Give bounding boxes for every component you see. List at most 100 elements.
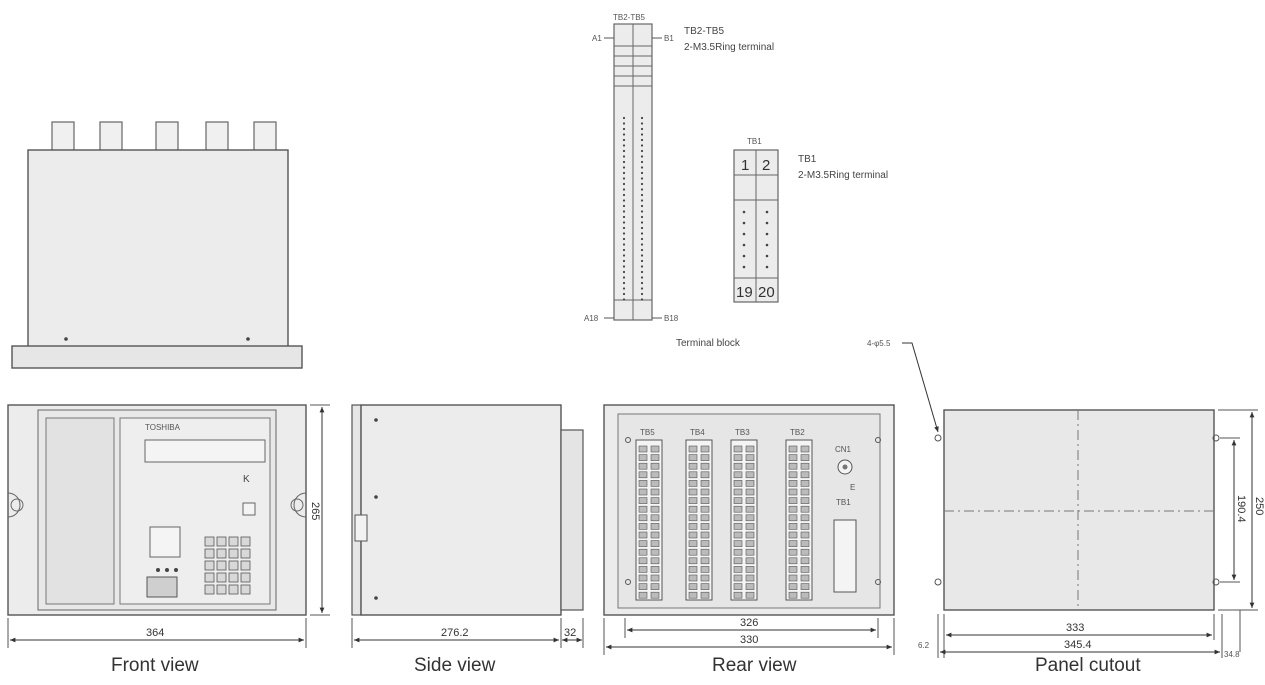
terminal-dot — [622, 193, 626, 197]
rear-terminal — [788, 462, 798, 470]
rear-terminal — [788, 557, 798, 565]
rear-view-caption: Rear view — [712, 655, 797, 676]
terminal-dot — [640, 122, 644, 125]
rear-terminal — [788, 531, 798, 539]
terminal-dot — [622, 221, 626, 224]
label-b18: B18 — [664, 314, 679, 323]
rear-terminal — [733, 497, 743, 504]
front-height-dim: 265 — [309, 502, 321, 520]
tb1-dot — [765, 265, 769, 269]
tb1-dot — [765, 254, 769, 258]
terminal-dot — [622, 259, 626, 263]
terminal-dot — [640, 292, 644, 296]
rear-terminal — [800, 591, 810, 599]
rear-terminal — [650, 514, 660, 522]
rear-terminal — [788, 523, 798, 530]
rear-terminal — [650, 523, 660, 530]
terminal-dot — [640, 248, 644, 252]
rear-terminal — [638, 471, 648, 479]
top-view — [11, 121, 303, 369]
terminal-dot — [622, 144, 626, 147]
tb2-tb5-header: TB2-TB5 — [613, 13, 646, 22]
keypad-key — [240, 572, 251, 583]
rear-terminal — [700, 514, 710, 522]
panel-bottom-offset: 34.8 — [1224, 650, 1240, 659]
keypad-key — [228, 560, 239, 571]
tb1-dot — [742, 210, 746, 214]
rear-terminal — [688, 471, 698, 479]
rear-tb1: TB1 — [836, 498, 851, 507]
panel-width-inner: 333 — [1066, 622, 1084, 634]
rear-terminal — [745, 454, 755, 461]
rear-terminal — [638, 583, 648, 590]
keypad-key — [216, 560, 227, 571]
terminal-dot — [640, 171, 644, 175]
rear-terminal — [800, 514, 810, 522]
rear-terminal — [788, 566, 798, 573]
terminal-dot — [640, 270, 644, 274]
terminal-dot — [640, 193, 644, 197]
rear-terminal — [788, 488, 798, 496]
terminal-dot — [622, 166, 626, 169]
keypad-key — [240, 536, 251, 547]
rear-terminal — [745, 523, 755, 530]
rear-terminal — [788, 591, 798, 599]
rear-terminal — [650, 505, 660, 513]
terminal-dot — [622, 243, 626, 246]
panel-left-offset: 6.2 — [918, 641, 930, 650]
rear-terminal — [800, 480, 810, 487]
tb1-dot — [742, 232, 746, 236]
terminal-dot — [640, 204, 644, 208]
rear-terminal — [733, 505, 743, 513]
terminal-block-tb2-tb5: TB2-TB5 A1 B1 A18 B18 TB2-TB5 2-M3.5Ring… — [584, 13, 774, 349]
front-view: TOSHIBA K 364 265 Front view — [7, 404, 330, 676]
terminal-dots — [622, 116, 644, 301]
terminal-dot — [622, 122, 626, 125]
rear-terminal — [688, 445, 698, 453]
front-icon-k: K — [243, 474, 250, 485]
keypad-key — [204, 584, 215, 595]
terminal-dot — [640, 281, 644, 285]
label-a1: A1 — [592, 34, 602, 43]
rear-terminal — [800, 566, 810, 573]
rear-terminal — [745, 557, 755, 565]
rear-terminal — [733, 514, 743, 522]
rear-terminal — [638, 540, 648, 547]
rear-terminal — [650, 591, 660, 599]
rear-terminal — [638, 497, 648, 504]
rear-terminal — [700, 445, 710, 453]
rear-terminal — [745, 480, 755, 487]
rear-terminal — [733, 566, 743, 573]
terminal-dot — [622, 254, 626, 257]
rear-terminal — [638, 514, 648, 522]
rear-terminal — [733, 488, 743, 496]
rear-terminal — [638, 454, 648, 461]
rear-terminal — [688, 497, 698, 504]
terminal-dot — [640, 160, 644, 164]
terminal-dot — [640, 138, 644, 142]
terminal-dot — [640, 232, 644, 235]
rear-terminal — [638, 574, 648, 582]
rear-terminal — [638, 445, 648, 453]
front-brand: TOSHIBA — [145, 423, 181, 432]
rear-terminal — [800, 574, 810, 582]
rear-terminal — [700, 540, 710, 547]
rear-terminal — [650, 445, 660, 453]
rear-terminal — [745, 583, 755, 590]
label-b1: B1 — [664, 34, 674, 43]
rear-terminal — [788, 454, 798, 461]
rear-outer-dim: 330 — [740, 634, 758, 646]
rear-terminal — [800, 523, 810, 530]
rear-tb5: TB5 — [640, 428, 655, 437]
rear-terminal — [745, 505, 755, 513]
terminal-dot — [622, 232, 626, 235]
keypad-key — [204, 548, 215, 559]
tb1-dot — [765, 210, 769, 214]
rear-terminal — [700, 497, 710, 504]
tb1-cell-2: 2 — [762, 157, 770, 174]
tb1-cell-1: 1 — [741, 157, 749, 174]
terminal-dot — [622, 265, 626, 268]
terminal-dot — [640, 182, 644, 186]
rear-terminal — [650, 574, 660, 582]
rear-terminal — [800, 548, 810, 556]
